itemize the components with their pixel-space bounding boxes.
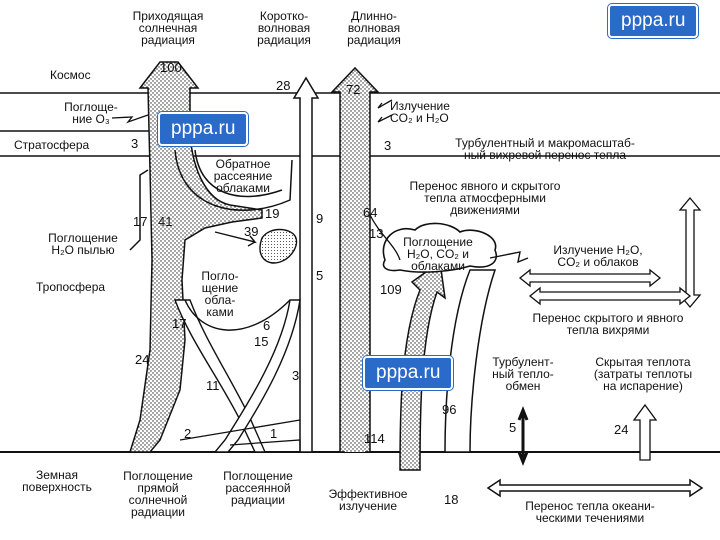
emission-right-arrow — [518, 268, 662, 288]
value-diffuse-11: 11 — [206, 378, 220, 393]
value-emission-64: 64 — [363, 205, 378, 220]
turbulent-macro-label: Турбулентный и макромасштаб-ный вихревой… — [455, 136, 635, 162]
ozone-absorption-arrow — [111, 114, 149, 124]
value-longwave-out: 72 — [346, 82, 361, 97]
troposphere-label: Тропосфера — [36, 280, 106, 294]
surface-cross-arrows — [179, 419, 301, 452]
value-surface-96: 96 — [442, 402, 457, 417]
value-gas-13: 13 — [369, 226, 384, 241]
watermark-badge: pppa.ru — [608, 4, 699, 38]
stratosphere-label: Стратосфера — [14, 138, 90, 152]
cloud-right-fringe — [489, 251, 529, 264]
value-surface-1: 1 — [270, 426, 278, 441]
surface-emission-flow — [345, 200, 365, 452]
diffuse-flow-right — [213, 299, 301, 453]
shortwave-reflected-flow — [292, 76, 320, 453]
gas-cloud — [382, 222, 497, 273]
central-cloud — [259, 228, 298, 264]
watermark-badge: pppa.ru — [158, 112, 249, 146]
value-turbulent-5: 5 — [509, 420, 517, 435]
value-dust: 17 — [133, 214, 148, 229]
value-absorb-109: 109 — [380, 282, 402, 297]
value-surface-2: 2 — [184, 426, 192, 441]
cloud-scatter-arrow — [214, 231, 257, 247]
value-backscatter: 19 — [265, 206, 280, 221]
latent-heat-arrow — [632, 403, 658, 461]
watermark-badge: pppa.ru — [363, 356, 454, 390]
turbulent-exchange-label: Турбулент-ный тепло-обмен — [492, 355, 554, 393]
value-scatter-17: 17 — [172, 316, 187, 331]
eddy-transport-arrow — [528, 286, 692, 306]
space-label: Космос — [50, 68, 91, 82]
cloud-arc — [184, 299, 291, 331]
vertical-exchange-arrow — [678, 196, 702, 309]
backscatter-flow — [174, 149, 293, 211]
value-effective-18: 18 — [444, 492, 459, 507]
ocean-transport-arrow — [486, 478, 704, 498]
value-latent-24: 24 — [614, 422, 629, 437]
dust-absorption-flow — [129, 169, 149, 251]
turbulent-exchange-arrow — [517, 405, 529, 467]
value-cloud-39: 39 — [244, 224, 259, 239]
value-surface-114: 114 — [364, 431, 385, 446]
value-longwave-co2: 3 — [384, 138, 392, 153]
value-shortwave-out: 28 — [276, 78, 291, 93]
value-cloud-41: 41 — [158, 214, 173, 229]
emission-right-label: Излучение H₂O,CO₂ и облаков — [553, 243, 643, 269]
value-ozone: 3 — [131, 136, 139, 151]
ozone-label: Поглоще-ние O₃ — [64, 100, 118, 126]
atmosphere-emission-arc — [369, 214, 401, 261]
value-incoming: 100 — [160, 60, 182, 75]
value-cloud-6: 6 — [263, 318, 271, 333]
value-diffuse-3: 3 — [292, 368, 300, 383]
value-reflect-9: 9 — [316, 211, 324, 226]
value-cloud-15: 15 — [254, 334, 269, 349]
value-surface-5: 5 — [316, 268, 324, 283]
co2-h2o-emission-arrows — [377, 99, 393, 123]
ocean-transport-label: Перенос тепла океани-ческими течениями — [525, 499, 655, 525]
value-direct-24: 24 — [135, 352, 150, 367]
back-radiation-flow-2 — [444, 269, 497, 453]
